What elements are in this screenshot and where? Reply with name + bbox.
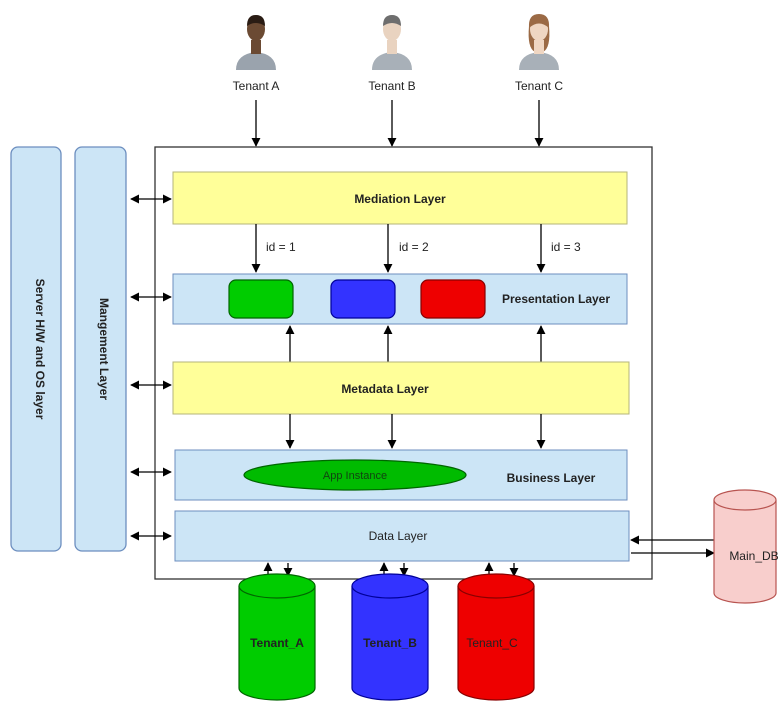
tenant-ui-blue xyxy=(330,279,396,319)
tenant-arrows xyxy=(251,100,544,147)
metadata-down-arrows xyxy=(285,414,546,449)
metadata-up-arrows xyxy=(285,325,546,362)
tenant-label: Tenant B xyxy=(368,79,415,93)
app-instance-label: App Instance xyxy=(323,470,387,482)
tenant-b-db-label: Tenant_B xyxy=(363,636,417,650)
business-layer-label: Business Layer xyxy=(507,471,596,485)
tenant-c-db-label: Tenant_C xyxy=(466,636,518,650)
presentation-layer: Presentation Layer xyxy=(172,273,628,325)
tenant-label: Tenant A xyxy=(233,79,280,93)
id-label: id = 1 xyxy=(266,240,296,254)
main-db-arrows xyxy=(630,535,715,558)
id-label: id = 2 xyxy=(399,240,429,254)
metadata-layer-label: Metadata Layer xyxy=(341,382,429,396)
id-arrows xyxy=(251,224,546,273)
presentation-layer-label: Presentation Layer xyxy=(502,292,610,306)
tenant-c-db: Tenant_C xyxy=(457,573,535,701)
tenant-a-db: Tenant_A xyxy=(238,573,316,701)
management-layer-label: Mangement Layer xyxy=(97,298,111,400)
data-layer-label: Data Layer xyxy=(369,529,428,543)
tenant-a-db-label: Tenant_A xyxy=(250,636,304,650)
person-icon xyxy=(519,14,559,70)
main-db-cylinder: Main_DB xyxy=(713,489,779,604)
app-instance-ellipse xyxy=(243,459,467,491)
tenant-a: Tenant A xyxy=(233,15,280,93)
tenant-label: Tenant C xyxy=(515,79,563,93)
mediation-layer-label: Mediation Layer xyxy=(354,192,446,206)
metadata-layer: Metadata Layer xyxy=(172,361,630,415)
server-layer-label: Server H/W and OS layer xyxy=(33,279,47,420)
tenant-ui-red xyxy=(420,279,486,319)
main-db-label: Main_DB xyxy=(729,549,778,563)
business-layer: App Instance Business Layer xyxy=(174,449,628,501)
management-layer: Mangement Layer xyxy=(74,146,127,552)
tenant-ui-green xyxy=(228,279,294,319)
server-hw-os-layer: Server H/W and OS layer xyxy=(10,146,62,552)
mediation-layer: Mediation Layer xyxy=(172,171,628,225)
id-label: id = 3 xyxy=(551,240,581,254)
management-arrows xyxy=(130,194,172,541)
tenant-b-db: Tenant_B xyxy=(351,573,429,701)
tenant-b: Tenant B xyxy=(368,15,416,93)
person-icon xyxy=(372,15,412,70)
data-layer: Data Layer xyxy=(174,510,630,562)
tenant-c: Tenant C xyxy=(515,14,563,93)
person-icon xyxy=(236,15,276,70)
